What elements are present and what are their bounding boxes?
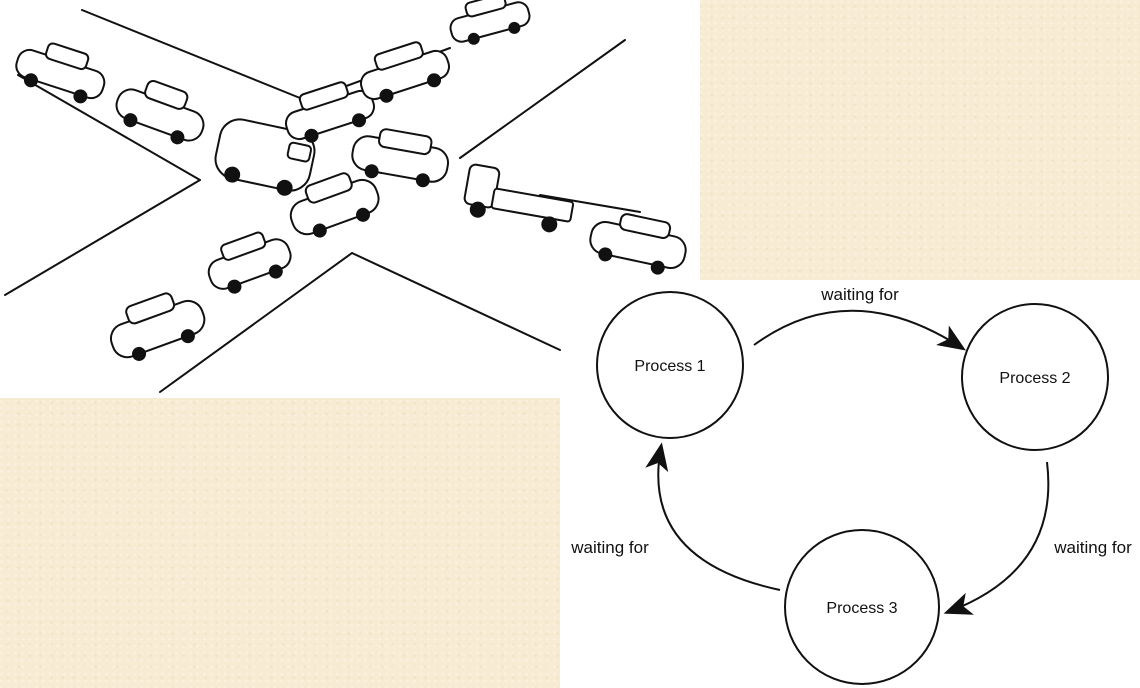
edge-label-2-to-3: waiting for <box>1053 538 1132 557</box>
road-edge <box>539 194 641 213</box>
car <box>449 0 531 45</box>
car <box>589 213 687 275</box>
car <box>109 292 206 361</box>
process-1-label: Process 1 <box>634 358 705 375</box>
road-edge <box>17 74 201 181</box>
car <box>284 81 376 143</box>
pickup-truck <box>463 163 575 233</box>
edge-process2-to-process3 <box>943 461 1050 615</box>
edge-label-1-to-2: waiting for <box>820 285 899 304</box>
process-3-label: Process 3 <box>826 600 897 617</box>
road-edge <box>159 252 353 393</box>
edge-process1-to-process2 <box>753 309 966 351</box>
edge-process3-to-process1 <box>645 442 781 591</box>
car <box>15 42 106 104</box>
car <box>289 172 380 238</box>
process-3-node <box>784 529 940 685</box>
road-edge <box>81 9 301 99</box>
road-edge <box>351 252 561 351</box>
car <box>351 128 450 188</box>
car <box>359 41 451 103</box>
road-edge <box>4 179 201 296</box>
process-2-node <box>961 303 1109 451</box>
edge-label-3-to-1: waiting for <box>570 538 649 557</box>
process-1-node <box>596 291 744 439</box>
car <box>115 79 205 145</box>
car <box>207 231 292 294</box>
van <box>214 118 316 196</box>
process-2-label: Process 2 <box>999 370 1070 387</box>
road-edge <box>459 39 626 159</box>
